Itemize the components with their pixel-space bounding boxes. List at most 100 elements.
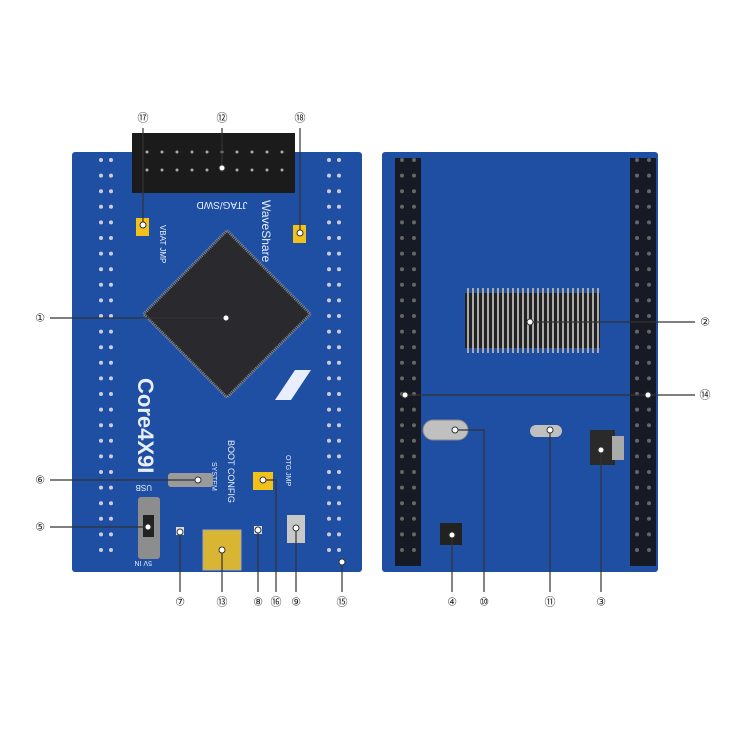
pin: [99, 438, 103, 443]
pin: [99, 282, 103, 287]
pin: [337, 548, 341, 552]
pin: [250, 168, 254, 172]
pin: [99, 251, 103, 256]
pin: [412, 423, 416, 428]
jtag-label: JTAG/SWD: [197, 199, 248, 210]
pin: [635, 204, 639, 209]
pin: [400, 407, 404, 412]
pin: [109, 376, 113, 381]
pin: [647, 204, 651, 209]
pin: [109, 236, 113, 240]
pin: [109, 485, 113, 490]
pin: [400, 236, 404, 240]
pin: [337, 220, 341, 225]
pin: [99, 454, 103, 459]
pin: [647, 407, 651, 412]
pin: [412, 548, 416, 552]
power-label: 5V IN: [134, 559, 152, 566]
pin: [327, 282, 331, 287]
pin: [99, 392, 103, 396]
pin: [400, 438, 404, 443]
pin: [412, 298, 416, 303]
pin: [99, 376, 103, 381]
pin: [337, 329, 341, 334]
chip-leg: [477, 288, 479, 353]
pin: [99, 189, 103, 194]
pin: [400, 282, 404, 287]
callout-14: ⑭: [700, 389, 711, 402]
lse-crystal: [530, 425, 562, 437]
pin: [412, 407, 416, 412]
pin: [412, 236, 416, 240]
pin: [109, 220, 113, 225]
pin: [327, 485, 331, 490]
pin: [635, 438, 639, 443]
chip-leg: [587, 288, 589, 353]
pin: [265, 150, 269, 154]
chip-leg: [502, 288, 504, 353]
pin: [412, 360, 416, 365]
pin: [327, 314, 331, 318]
pin: [400, 267, 404, 272]
pin: [647, 236, 651, 240]
pin: [99, 298, 103, 303]
pin: [635, 173, 639, 178]
back-right-pin-header: [630, 158, 656, 566]
chip-leg: [567, 288, 569, 353]
brand-label: WaveShare: [259, 200, 273, 263]
pin: [337, 407, 341, 412]
pin: [647, 470, 651, 474]
callout-10: ⑩: [479, 596, 489, 609]
chip-leg: [537, 288, 539, 353]
pin: [190, 168, 194, 172]
pin: [635, 548, 639, 552]
pin: [109, 158, 113, 162]
callout-11: ⑪: [545, 596, 556, 609]
chip-leg: [547, 288, 549, 353]
pin: [400, 158, 404, 162]
pin: [109, 282, 113, 287]
callout-4: ④: [447, 596, 457, 609]
pin: [400, 376, 404, 381]
pin: [327, 267, 331, 272]
pin: [412, 173, 416, 178]
pin: [635, 532, 639, 537]
pin: [635, 360, 639, 365]
pin: [337, 360, 341, 365]
pin: [400, 298, 404, 303]
pin: [337, 423, 341, 428]
pin: [109, 360, 113, 365]
pin: [99, 423, 103, 428]
pin: [400, 516, 404, 521]
pin: [400, 454, 404, 459]
pin: [635, 251, 639, 256]
pin: [412, 501, 416, 506]
pin: [647, 516, 651, 521]
pin: [327, 454, 331, 459]
pin: [109, 501, 113, 506]
jtag-header: [132, 133, 295, 193]
pin: [99, 360, 103, 365]
chip-leg: [557, 288, 559, 353]
pin: [109, 173, 113, 178]
back-board: [382, 152, 658, 572]
pin: [327, 516, 331, 521]
pin: [412, 454, 416, 459]
pin: [400, 548, 404, 552]
pin: [337, 158, 341, 162]
pin: [412, 189, 416, 194]
pin: [327, 236, 331, 240]
pin: [99, 501, 103, 506]
pin: [337, 532, 341, 537]
pin: [99, 470, 103, 474]
pin: [99, 204, 103, 209]
pin: [327, 470, 331, 474]
pin: [109, 548, 113, 552]
pin: [250, 150, 254, 154]
pin: [327, 173, 331, 178]
pin: [327, 189, 331, 194]
pin: [635, 220, 639, 225]
left-pin-header-front: [99, 158, 113, 552]
